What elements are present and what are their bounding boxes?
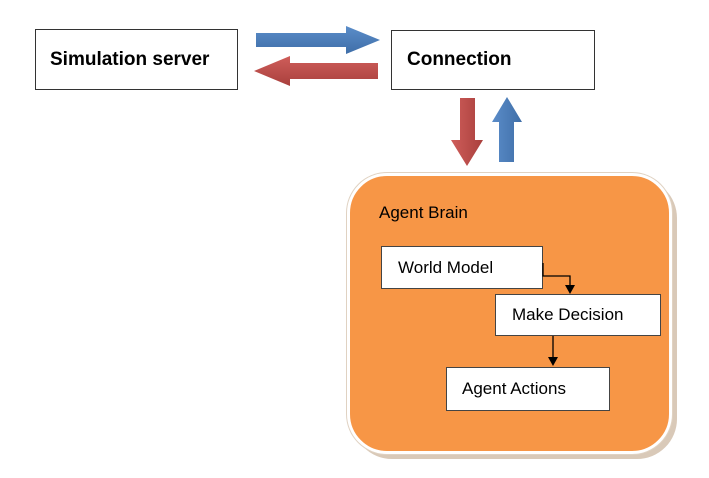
agent-actions-box: Agent Actions bbox=[446, 367, 610, 411]
arrow-to-connection-from-brain bbox=[492, 97, 522, 162]
agent-actions-label: Agent Actions bbox=[462, 379, 566, 398]
make-decision-box: Make Decision bbox=[495, 294, 661, 336]
connection-label: Connection bbox=[407, 49, 512, 70]
make-decision-label: Make Decision bbox=[512, 305, 624, 324]
arrow-to-agent-brain bbox=[451, 98, 483, 166]
connector-head-agent-actions bbox=[548, 357, 558, 366]
simulation-server-box: Simulation server bbox=[35, 29, 238, 90]
arrow-to-simulation-server bbox=[254, 56, 378, 86]
connection-box: Connection bbox=[391, 30, 595, 90]
arrow-to-connection bbox=[256, 26, 380, 54]
connector-world-model-to-make-decision bbox=[542, 263, 571, 292]
world-model-box: World Model bbox=[381, 246, 543, 289]
simulation-server-label: Simulation server bbox=[50, 48, 210, 70]
agent-brain-title: Agent Brain bbox=[379, 203, 468, 222]
connector-head-make-decision bbox=[565, 285, 575, 294]
world-model-label: World Model bbox=[398, 257, 494, 277]
